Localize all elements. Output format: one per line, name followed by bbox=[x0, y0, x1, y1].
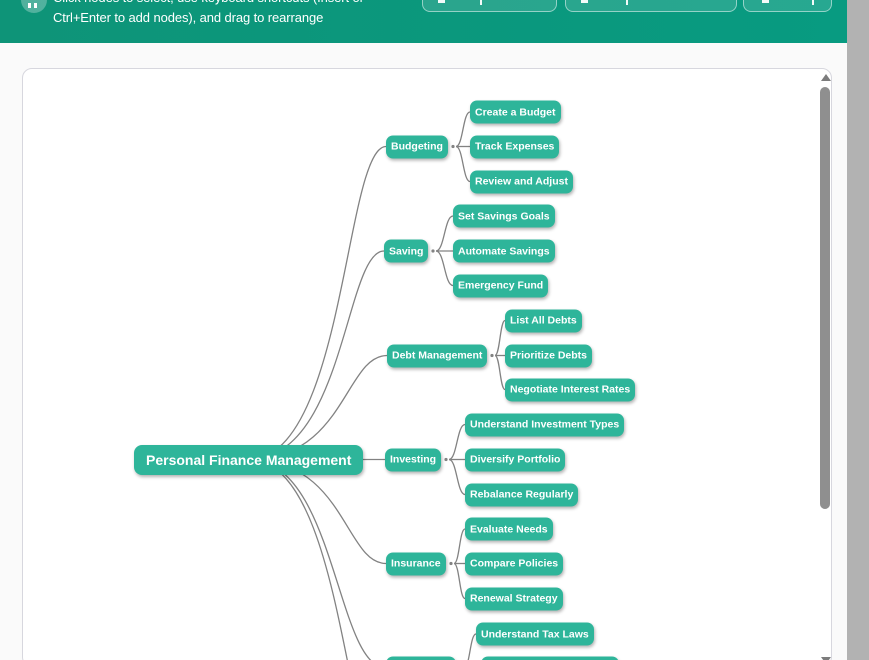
toolbar-button-2[interactable] bbox=[565, 0, 737, 12]
mindmap-node[interactable]: Rebalance Regularly bbox=[465, 483, 579, 506]
mindmap-node[interactable]: Create a Budget bbox=[470, 100, 561, 124]
mindmap-node[interactable]: Diversify Portfolio bbox=[465, 448, 566, 471]
mindmap-node[interactable]: Budgeting bbox=[386, 135, 448, 158]
mindmap-node[interactable]: Saving bbox=[384, 239, 429, 263]
scrollbar-thumb[interactable] bbox=[820, 87, 830, 509]
hint-info-icon bbox=[21, 0, 47, 13]
mindmap-root-node[interactable]: Personal Finance Management bbox=[134, 444, 364, 475]
browser-scrollbar[interactable] bbox=[847, 0, 869, 660]
mindmap-node[interactable]: Compare Policies bbox=[465, 552, 564, 575]
mindmap-node[interactable]: List All Debts bbox=[505, 309, 582, 332]
mindmap-node[interactable]: Insurance bbox=[386, 552, 446, 575]
hint-text: Click nodes to select, use keyboard shor… bbox=[53, 0, 364, 29]
mindmap-node[interactable]: Automate Savings bbox=[453, 239, 555, 263]
mindmap-node[interactable]: Renewal Strategy bbox=[465, 587, 563, 610]
mindmap-node[interactable] bbox=[481, 656, 619, 660]
mindmap-node[interactable]: Set Savings Goals bbox=[453, 204, 555, 228]
hint-line2: Ctrl+Enter to add nodes), and drag to re… bbox=[53, 10, 324, 26]
scrollbar-down-arrow-icon[interactable] bbox=[821, 657, 831, 660]
mindmap-node[interactable]: Negotiate Interest Rates bbox=[505, 378, 636, 401]
mindmap-node[interactable]: Understand Investment Types bbox=[465, 413, 625, 436]
mindmap-node[interactable]: Understand Tax Laws bbox=[476, 622, 594, 646]
scrollbar-up-arrow-icon[interactable] bbox=[821, 74, 831, 81]
toolbar-button-1[interactable] bbox=[422, 0, 557, 12]
mindmap-node[interactable]: Review and Adjust bbox=[470, 170, 573, 193]
mindmap-node[interactable]: Investing bbox=[385, 448, 442, 471]
mindmap-node[interactable]: Emergency Fund bbox=[453, 274, 549, 297]
mindmap-node[interactable]: Track Expenses bbox=[470, 135, 560, 158]
hint-line1: Click nodes to select, use keyboard shor… bbox=[53, 0, 364, 8]
mindmap-node[interactable]: Debt Management bbox=[387, 344, 488, 367]
mindmap-node[interactable] bbox=[386, 656, 456, 660]
toolbar-button-3[interactable] bbox=[743, 0, 832, 12]
mindmap-canvas[interactable]: Personal Finance Management Budgeting Crea… bbox=[22, 68, 832, 660]
mindmap-node[interactable]: Prioritize Debts bbox=[505, 344, 593, 367]
mindmap-node[interactable]: Evaluate Needs bbox=[465, 517, 553, 541]
toolbar-header: Click nodes to select, use keyboard shor… bbox=[0, 0, 847, 43]
